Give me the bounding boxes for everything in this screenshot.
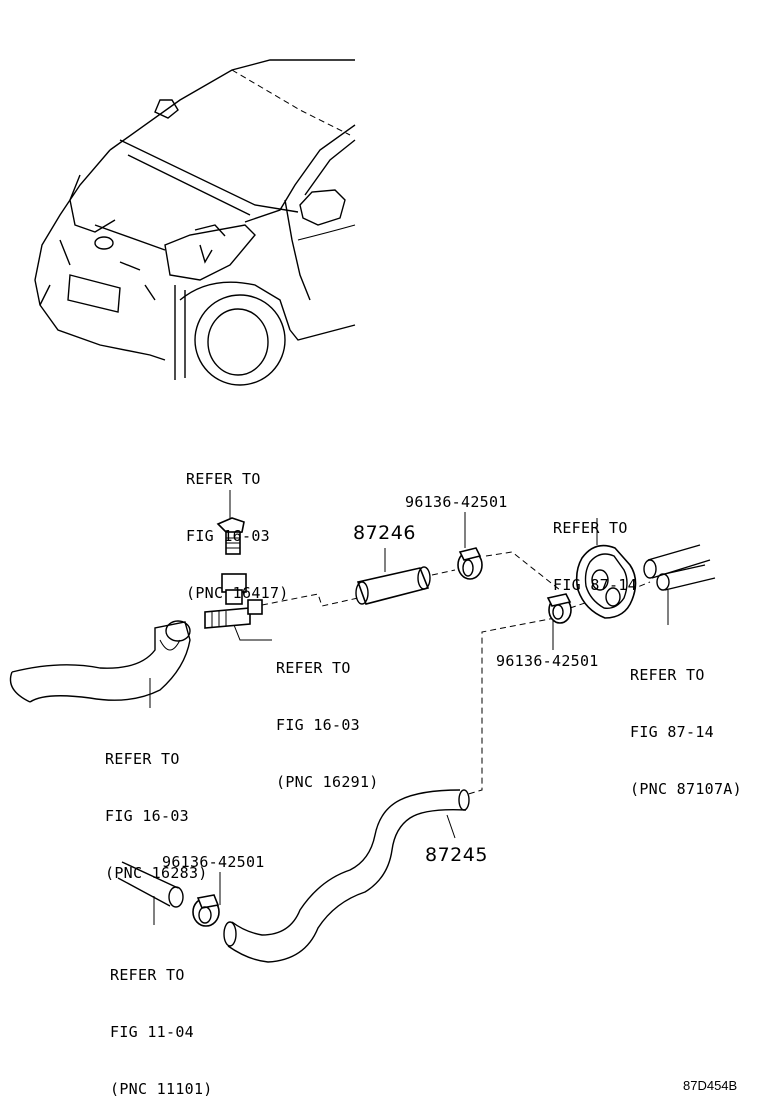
callout-ref-16291: REFER TO FIG 16-03 (PNC 16291) [276,621,379,811]
part-number-87245: 87245 [425,844,488,866]
callout-line: (PNC 11101) [110,1080,213,1098]
callout-line: REFER TO [110,966,185,984]
bolt-16417 [216,517,245,555]
hose-16283 [9,620,191,703]
callout-line: FIG 87-14 [630,723,714,741]
callout-line: (PNC 87107A) [630,780,742,798]
clamp-b [546,593,572,624]
callout-line: FIG 16-03 [276,716,360,734]
clamp-a [457,547,483,580]
callout-line: REFER TO [276,659,351,677]
part-number-clamp-a: 96136-42501 [405,493,508,511]
callout-line: FIG 16-03 [186,527,270,545]
callout-line: FIG 11-04 [110,1023,194,1041]
callout-line: (PNC 16417) [186,584,289,602]
part-number-87246: 87246 [353,522,416,544]
callout-ref-16283: REFER TO FIG 16-03 (PNC 16283) [105,712,208,902]
callout-ref-16417: REFER TO FIG 16-03 (PNC 16417) [186,432,289,622]
part-number-clamp-b: 96136-42501 [496,652,599,670]
callout-ref-87-14-top: REFER TO FIG 87-14 [553,481,637,614]
callout-line: FIG 16-03 [105,807,189,825]
part-number-clamp-c: 96136-42501 [162,853,265,871]
callout-line: REFER TO [553,519,628,537]
union-connector-16291 [204,573,263,629]
callout-ref-87107a: REFER TO FIG 87-14 (PNC 87107A) [630,628,742,818]
leader-lines [149,490,669,925]
hose-87245 [223,789,470,963]
pipes-87107a [643,544,716,591]
vehicle-illustration [34,59,356,386]
callout-line: REFER TO [105,750,180,768]
grommet-87-14 [575,544,637,619]
pipe-11101 [117,861,184,908]
callout-line: (PNC 16291) [276,773,379,791]
callout-ref-11101: REFER TO FIG 11-04 (PNC 11101) [110,928,213,1118]
figure-code: 87D454B [683,1078,738,1093]
callout-line: REFER TO [630,666,705,684]
callout-line: (PNC 16283) [105,864,208,882]
hose-87246 [355,566,431,605]
clamp-c [192,894,220,927]
callout-line: FIG 87-14 [553,576,637,594]
callout-line: REFER TO [186,470,261,488]
